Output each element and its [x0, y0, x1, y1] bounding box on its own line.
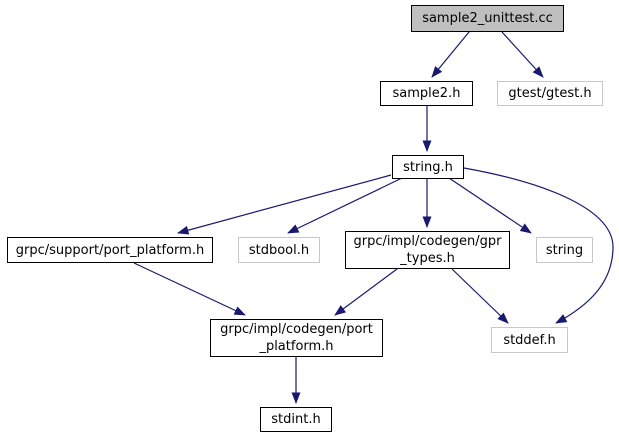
node-string: string: [536, 237, 593, 263]
node-stddef-h: stddef.h: [491, 327, 568, 353]
node-label: string: [545, 242, 584, 258]
node-label: sample2.h: [392, 86, 461, 101]
edge-string-h-to-stdbool-h: [287, 177, 403, 234]
node-grpc-impl-codegen-port-platform-h[interactable]: grpc/impl/codegen/port _platform.h: [210, 319, 383, 357]
node-label: grpc/impl/codegen/gpr _types.h: [353, 234, 502, 266]
node-label: stdint.h: [271, 412, 321, 427]
node-stdint-h[interactable]: stdint.h: [260, 407, 332, 432]
node-string-h[interactable]: string.h: [392, 155, 464, 179]
node-sample2-unittest-cc: sample2_unittest.cc: [411, 5, 564, 32]
node-label: string.h: [403, 159, 453, 175]
node-grpc-impl-codegen-gpr-types-h[interactable]: grpc/impl/codegen/gpr _types.h: [345, 231, 510, 269]
edge-string-h-to-grpc-support-port-platform-h: [177, 174, 392, 235]
node-sample2-h[interactable]: sample2.h: [380, 81, 473, 106]
edge-grpc-impl-codegen-gpr-types-h-to-grpc-impl-codegen-port-platform-h: [334, 268, 398, 316]
edge-string-h-to-stddef-h: [463, 167, 614, 324]
node-label: grpc/support/port_platform.h: [15, 242, 205, 258]
node-label: stddef.h: [503, 332, 556, 348]
node-grpc-support-port-platform-h[interactable]: grpc/support/port_platform.h: [7, 237, 213, 263]
node-label: gtest/gtest.h: [508, 86, 592, 101]
edge-sample2-unittest-cc-to-sample2-h: [431, 31, 470, 78]
edge-grpc-impl-codegen-gpr-types-h-to-stddef-h: [451, 268, 509, 324]
edge-string-h-to-string: [448, 177, 532, 234]
node-label: grpc/impl/codegen/port _platform.h: [220, 322, 373, 354]
node-label: stdbool.h: [248, 242, 310, 258]
edge-sample2-unittest-cc-to-gtest-gtest-h: [501, 31, 544, 78]
node-stdbool-h: stdbool.h: [238, 237, 320, 263]
edge-grpc-support-port-platform-h-to-grpc-impl-codegen-port-platform-h: [133, 262, 246, 316]
node-label: sample2_unittest.cc: [422, 11, 553, 26]
node-gtest-gtest-h: gtest/gtest.h: [497, 81, 603, 106]
